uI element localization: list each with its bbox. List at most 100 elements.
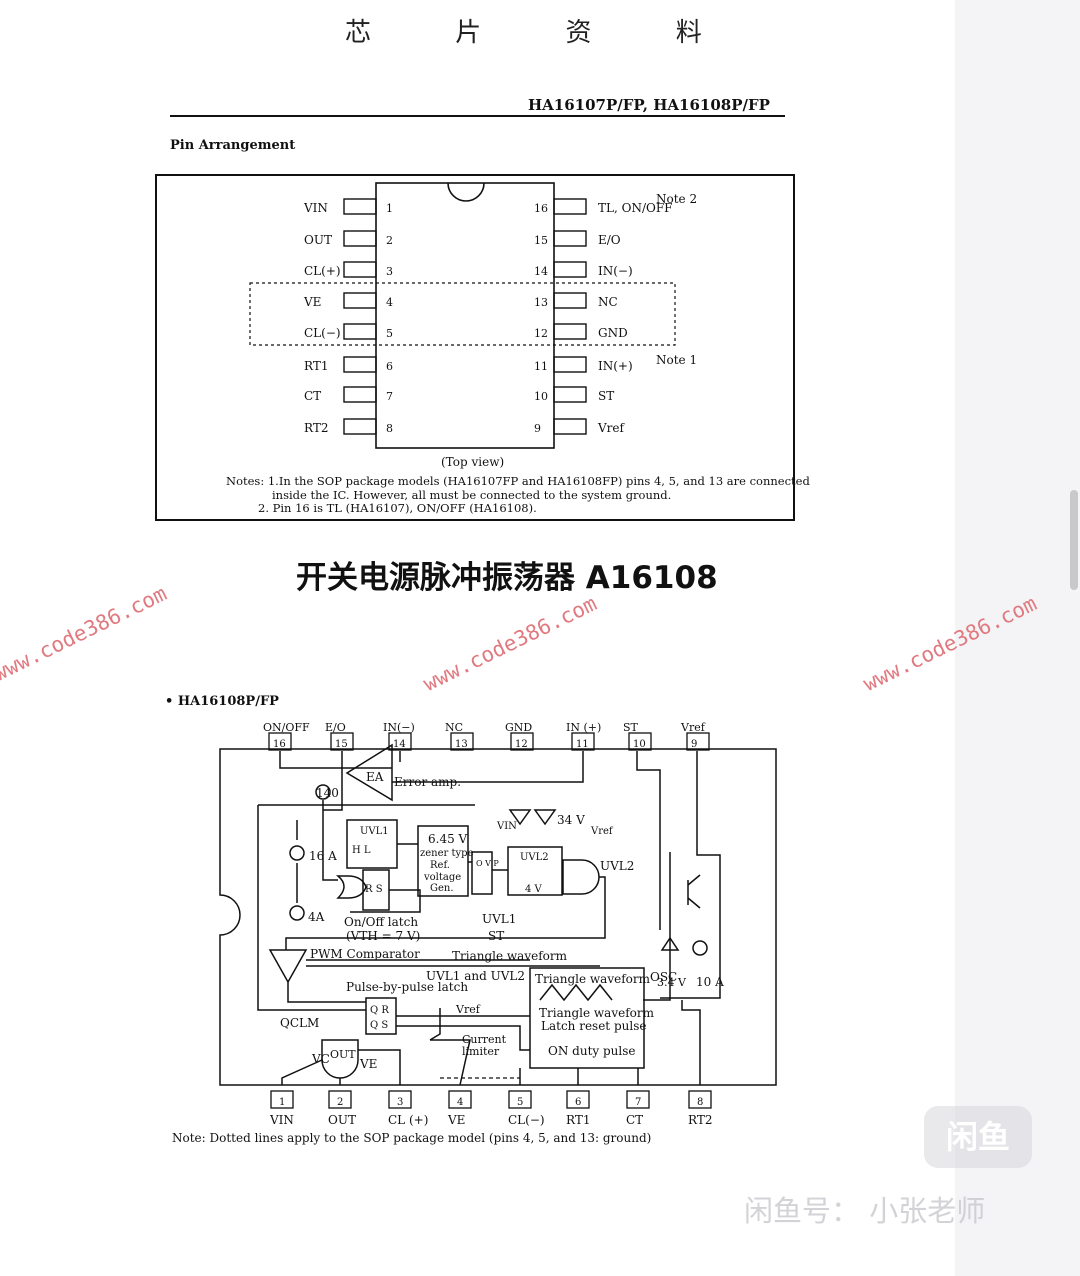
i10-label: 10 A	[696, 975, 724, 989]
top-pin-box	[510, 732, 534, 751]
right-pin-number: 10	[534, 390, 548, 403]
bottom-pin-name: VIN	[269, 1113, 294, 1127]
left-pin-number: 1	[386, 202, 393, 215]
right-pin-name: TL, ON/OFF	[598, 201, 672, 215]
top-pin-box	[330, 732, 354, 751]
chinese-title: 开关电源脉冲振荡器 A16108	[296, 560, 718, 596]
left-pin-number: 7	[386, 390, 393, 403]
right-pin-name: E/O	[598, 233, 621, 247]
part-number-header: HA16107P/FP, HA16108P/FP	[528, 96, 770, 114]
left-pin-name: RT2	[304, 421, 328, 435]
note2-label: Note 2	[656, 192, 697, 206]
top-pin-name: NC	[445, 721, 463, 734]
top-pin-name: IN (+)	[566, 721, 601, 734]
bottom-pin-name: VE	[447, 1113, 465, 1127]
latch-reset-label: Latch reset pulse	[541, 1019, 646, 1033]
top-pin-box	[268, 732, 292, 751]
on-duty-label: ON duty pulse	[548, 1044, 636, 1058]
left-pin-number: 4	[386, 296, 393, 309]
top-pin-number: 14	[393, 739, 406, 750]
left-pin-number: 2	[386, 234, 393, 247]
v4-label: 4 V	[525, 884, 543, 895]
st-mid-label: ST	[488, 929, 504, 943]
left-pin-name: OUT	[304, 233, 332, 247]
top-pin-name: Vref	[680, 721, 706, 734]
right-pin-tab	[553, 323, 587, 340]
top-pin-name: E/O	[325, 721, 346, 734]
right-pin-number: 11	[534, 360, 548, 373]
error-amp-label: Error amp.	[394, 775, 461, 789]
left-pin-tab	[343, 323, 377, 340]
xianyu-badge: 闲鱼	[924, 1106, 1032, 1168]
ve-internal-label: VE	[359, 1057, 377, 1071]
osc-label: OSC	[650, 970, 677, 984]
scrollbar-thumb[interactable]	[1070, 490, 1078, 590]
left-pin-number: 3	[386, 265, 393, 278]
right-pin-tab	[553, 386, 587, 403]
right-pin-tab	[553, 356, 587, 373]
i140-label: 140	[316, 786, 339, 800]
bottom-pin-number: 6	[575, 1097, 581, 1108]
hl-label: H L	[352, 845, 371, 856]
right-pin-number: 15	[534, 234, 548, 247]
right-pin-name: Vref	[597, 421, 626, 435]
top-pin-number: 9	[691, 739, 697, 750]
vc-label: VC	[311, 1052, 330, 1066]
qr-label: Q R	[370, 1005, 389, 1016]
block-diagram-heading: • HA16108P/FP	[165, 694, 279, 709]
tri-latch-label: Triangle waveform	[539, 1006, 655, 1020]
bottom-pin-number: 8	[697, 1097, 703, 1108]
left-pin-number: 6	[386, 360, 393, 373]
i34-label: 3.4 V	[657, 976, 687, 989]
top-pin-box	[450, 732, 474, 751]
bottom-pin-name: CL(−)	[508, 1113, 545, 1127]
note-line-2: inside the IC. However, all must be conn…	[272, 488, 671, 502]
top-pin-box	[628, 732, 652, 751]
uvl2-out-label: UVL2	[600, 859, 634, 873]
bottom-pin-box	[328, 1090, 352, 1109]
bottom-pin-number: 2	[337, 1097, 343, 1108]
page-header-title: 芯 片 资 料	[345, 18, 740, 48]
top-pin-name: IN(−)	[383, 721, 415, 734]
note-line-1: Notes: 1.In the SOP package models (HA16…	[226, 474, 810, 488]
left-pin-tab	[343, 198, 377, 215]
right-pin-tab	[553, 418, 587, 435]
top-pin-box	[686, 732, 710, 751]
qs-label: Q S	[370, 1020, 388, 1031]
pwm-label: PWM Comparator	[310, 947, 420, 961]
top-pin-number: 13	[455, 739, 468, 750]
right-pin-name: NC	[598, 295, 618, 309]
uvl1-mid-label: UVL1	[482, 912, 516, 926]
top-pin-name: GND	[505, 721, 532, 734]
right-pin-number: 12	[534, 327, 548, 340]
uvl-and-label: UVL1 and UVL2	[426, 969, 525, 983]
bottom-pin-box	[448, 1090, 472, 1109]
top-pin-name: ON/OFF	[263, 721, 310, 734]
left-pin-name: RT1	[304, 359, 328, 373]
left-pin-tab	[343, 418, 377, 435]
tri-box-label: Triangle waveform	[535, 972, 651, 986]
limiter-label: limiter	[462, 1045, 500, 1058]
ovp-label: O V P	[476, 859, 499, 868]
left-pin-name: CL(−)	[304, 326, 341, 340]
bottom-pin-name: CL (+)	[388, 1113, 428, 1127]
bottom-pin-name: RT2	[688, 1113, 712, 1127]
uvl2-box-label: UVL2	[520, 852, 549, 863]
vin-internal-label: VIN	[496, 821, 517, 832]
top-pin-number: 10	[633, 739, 646, 750]
ea-label: EA	[366, 770, 384, 784]
left-pin-name: VIN	[303, 201, 328, 215]
pbp-latch-label: Pulse-by-pulse latch	[346, 980, 468, 994]
bottom-pin-number: 1	[279, 1097, 285, 1108]
bottom-pin-box	[626, 1090, 650, 1109]
bottom-pin-box	[388, 1090, 412, 1109]
out-gate-label: OUT	[330, 1048, 356, 1061]
bottom-pin-name: RT1	[566, 1113, 590, 1127]
right-pin-tab	[553, 261, 587, 278]
vref-top-label: Vref	[590, 826, 614, 837]
left-pin-name: VE	[303, 295, 321, 309]
left-pin-number: 8	[386, 422, 393, 435]
gen-label: Gen.	[430, 883, 454, 894]
left-pin-name: CL(+)	[304, 264, 341, 278]
